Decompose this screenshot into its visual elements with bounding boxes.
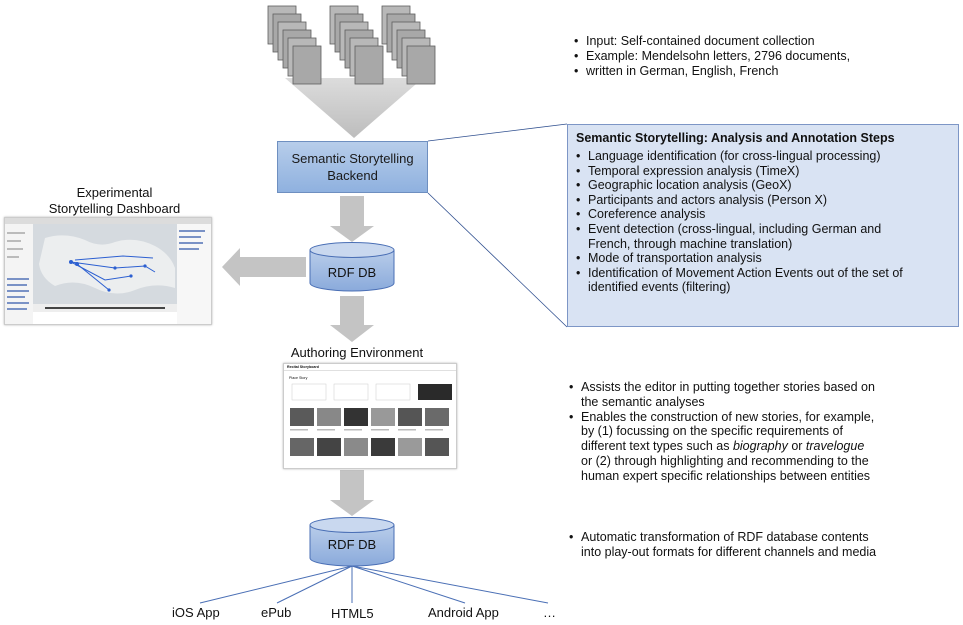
emphasis-biography: biography <box>732 439 788 454</box>
backend-box: Semantic Storytelling Backend <box>277 141 428 193</box>
output-note: Automatic transformation of RDF database… <box>569 530 949 560</box>
dashboard-screenshot <box>4 217 212 325</box>
document-icon <box>292 45 322 85</box>
input-note: Input: Self-contained document collectio… <box>574 34 904 49</box>
authoring-screenshot: Recital Storyboard Place Story <box>283 363 457 469</box>
rdf-db-label-2: RDF DB <box>327 537 377 552</box>
dashboard-label-line2: Storytelling Dashboard <box>48 201 181 216</box>
step-item: Language identification (for cross-lingu… <box>576 149 950 164</box>
analysis-steps-box: Semantic Storytelling: Analysis and Anno… <box>567 124 959 327</box>
document-stack-illustration <box>267 5 436 138</box>
authoring-note: Assists the editor in putting together s… <box>569 380 949 410</box>
step-item: Participants and actors analysis (Person… <box>576 193 950 208</box>
output-notes: Automatic transformation of RDF database… <box>569 530 949 560</box>
dashboard-map-image <box>5 218 211 324</box>
step-item: Coreference analysis <box>576 207 950 222</box>
step-item-continuation: identified events (filtering) <box>588 280 731 295</box>
authoring-note: Enables the construction of new stories,… <box>569 410 949 484</box>
step-item: Event detection (cross-lingual, includin… <box>576 222 950 237</box>
authoring-notes: Assists the editor in putting together s… <box>569 380 949 484</box>
channel-html5: HTML5 <box>331 606 374 621</box>
steps-list: Language identification (for cross-lingu… <box>576 149 950 295</box>
emphasis-travelogue: travelogue <box>805 439 865 454</box>
steps-title: Semantic Storytelling: Analysis and Anno… <box>576 131 895 145</box>
document-icon <box>354 45 384 85</box>
step-item: Temporal expression analysis (TimeX) <box>576 164 950 179</box>
authoring-grid-image <box>284 370 456 456</box>
authoring-screen-title: Recital Storyboard <box>287 365 319 369</box>
channel-ios-app: iOS App <box>172 605 220 620</box>
dashboard-label-line1: Experimental <box>76 185 153 200</box>
rdf-db-cylinder-1 <box>309 242 395 292</box>
dashboard-label: Experimental Storytelling Dashboard <box>22 185 207 217</box>
backend-label-line2: Backend <box>327 168 378 183</box>
document-icon <box>406 45 436 85</box>
step-item: Identification of Movement Action Events… <box>576 266 950 281</box>
step-item: Geographic location analysis (GeoX) <box>576 178 950 193</box>
channel-epub: ePub <box>261 605 292 620</box>
authoring-screen-menu: Place Story <box>289 376 308 380</box>
step-item-continuation: French, through machine translation) <box>588 236 793 251</box>
input-note-continuation: written in German, English, French <box>574 64 904 79</box>
authoring-label: Authoring Environment <box>290 345 424 360</box>
channel-more: … <box>543 605 556 620</box>
input-note: Example: Mendelsohn letters, 2796 docume… <box>574 49 904 64</box>
input-notes: Input: Self-contained document collectio… <box>574 34 904 78</box>
rdf-db-cylinder-2 <box>309 517 395 567</box>
backend-label-line1: Semantic Storytelling <box>291 151 414 166</box>
rdf-db-label-1: RDF DB <box>327 265 377 280</box>
step-item: Mode of transportation analysis <box>576 251 950 266</box>
channel-android-app: Android App <box>428 605 499 620</box>
